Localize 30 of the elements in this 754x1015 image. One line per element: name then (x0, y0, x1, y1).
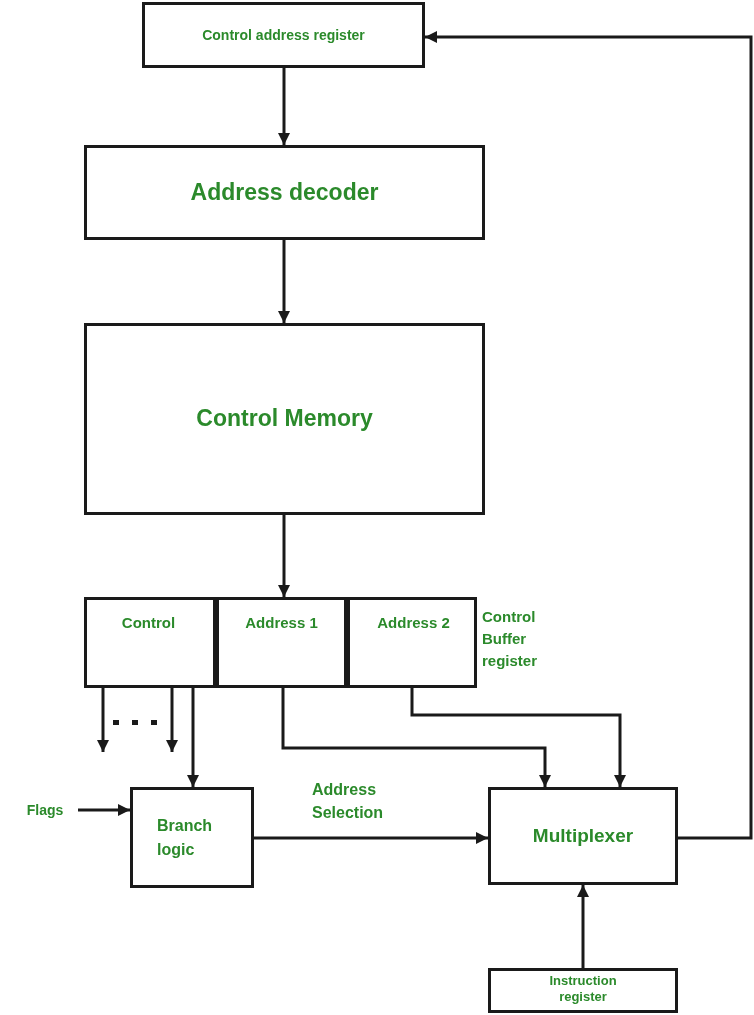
arrow (187, 688, 199, 787)
block-label: Multiplexer (532, 824, 634, 849)
arrow (78, 804, 130, 816)
arrow (425, 31, 753, 840)
block-label: Address 1 (245, 613, 318, 633)
arrow (166, 688, 178, 752)
arrow (278, 68, 290, 145)
block-label: Control (121, 613, 176, 633)
block-box (84, 323, 485, 515)
block-box (488, 968, 678, 1013)
register-heading: Control Buffer register (482, 607, 539, 671)
arrow (410, 688, 626, 787)
block-box (488, 787, 678, 885)
arrow (254, 832, 488, 844)
block-box (84, 145, 485, 240)
register-field (216, 600, 347, 685)
block-box (142, 2, 425, 68)
block-label: Address decoder (190, 177, 379, 207)
arrow (97, 688, 109, 752)
block-box (130, 787, 254, 888)
arrow (577, 885, 589, 968)
block-label: Flags (26, 800, 64, 820)
arrow (278, 515, 290, 597)
block-label: Instruction register (548, 973, 618, 1005)
block-label: Control address register (202, 25, 365, 45)
block-label: Address 2 (377, 613, 450, 633)
arrow (278, 240, 290, 323)
block-label: Branch logic (157, 816, 214, 860)
arrow (281, 688, 551, 787)
block-label: Control Memory (196, 404, 373, 434)
